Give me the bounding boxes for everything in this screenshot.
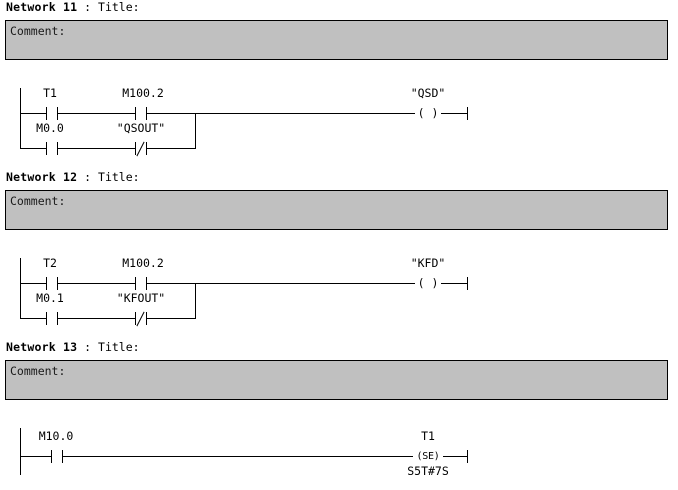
contact-operand-label: M0.1 [36, 291, 64, 305]
timer-operand-label: T1 [421, 429, 435, 443]
contact-bar-left [46, 277, 47, 290]
rung-wire [20, 148, 46, 149]
network-comment-box[interactable]: Comment: [5, 20, 668, 60]
contact-operand-label: M0.0 [36, 121, 64, 135]
network-title-label: Title: [98, 170, 140, 184]
rung-wire [62, 456, 413, 457]
network-name-label: Network 13 [6, 340, 78, 354]
rung-wire [57, 283, 135, 284]
rung-wire [20, 318, 46, 319]
right-power-rail [467, 450, 468, 463]
coil-output[interactable]: ( ) [417, 106, 439, 120]
contact-operand-label: "KFOUT" [116, 291, 166, 305]
right-power-rail [467, 107, 468, 120]
contact-operand-label: T2 [43, 256, 57, 270]
left-power-rail [20, 258, 21, 319]
right-power-rail [467, 277, 468, 290]
coil-operand-label: "KFD" [410, 256, 446, 270]
timer-coil-output[interactable]: (SE) [416, 451, 440, 462]
rung-wire [441, 113, 467, 114]
contact-bar-left [135, 107, 136, 120]
rung-wire [20, 113, 46, 114]
contact-operand-label: M10.0 [38, 429, 74, 443]
contact-bar-left [46, 107, 47, 120]
network-title-label: Title: [98, 0, 140, 14]
network-comment-box[interactable]: Comment: [5, 190, 668, 230]
network-comment-text: Comment: [10, 194, 66, 208]
contact-operand-label: M100.2 [122, 256, 164, 270]
contact-operand-label: "QSOUT" [116, 121, 166, 135]
rung-wire [20, 456, 51, 457]
contact-bar-left [135, 142, 136, 155]
contact-bar-left [46, 142, 47, 155]
rung-wire [441, 283, 467, 284]
network-name-label: Network 11 [6, 0, 78, 14]
contact-operand-label: T1 [43, 86, 57, 100]
rung-wire [57, 318, 135, 319]
rung-wire [57, 148, 135, 149]
network-comment-text: Comment: [10, 364, 66, 378]
network-block-12: Network 12 : Title: Comment: T2 M100.2 M… [0, 170, 678, 335]
network-header: Network 12 : Title: [6, 170, 140, 184]
rung-wire [146, 283, 196, 284]
rung-wire [195, 113, 415, 114]
rung-wire [20, 283, 46, 284]
coil-output[interactable]: ( ) [417, 276, 439, 290]
network-separator: : [77, 340, 99, 354]
network-name-label: Network 12 [6, 170, 78, 184]
left-power-rail [20, 428, 21, 475]
branch-connector [195, 283, 196, 319]
rung-wire [146, 318, 196, 319]
rung-wire [443, 456, 467, 457]
network-header: Network 13 : Title: [6, 340, 140, 354]
network-header: Network 11 : Title: [6, 0, 140, 14]
contact-operand-label: M100.2 [122, 86, 164, 100]
network-comment-text: Comment: [10, 24, 66, 38]
rung-wire [195, 283, 415, 284]
network-separator: : [77, 170, 99, 184]
network-comment-box[interactable]: Comment: [5, 360, 668, 400]
contact-bar-left [135, 277, 136, 290]
network-separator: : [77, 0, 99, 14]
rung-wire [146, 113, 196, 114]
coil-operand-label: "QSD" [410, 86, 446, 100]
contact-bar-left [46, 312, 47, 325]
timer-preset-label: S5T#7S [407, 464, 449, 478]
rung-wire [146, 148, 196, 149]
contact-bar-left [51, 450, 52, 463]
branch-connector [195, 113, 196, 149]
left-power-rail [20, 88, 21, 149]
network-title-label: Title: [98, 340, 140, 354]
network-block-13: Network 13 : Title: Comment: M10.0 T1 (S… [0, 340, 678, 490]
rung-wire [57, 113, 135, 114]
network-block-11: Network 11 : Title: Comment: T1 M100.2 M… [0, 0, 678, 165]
contact-bar-left [135, 312, 136, 325]
